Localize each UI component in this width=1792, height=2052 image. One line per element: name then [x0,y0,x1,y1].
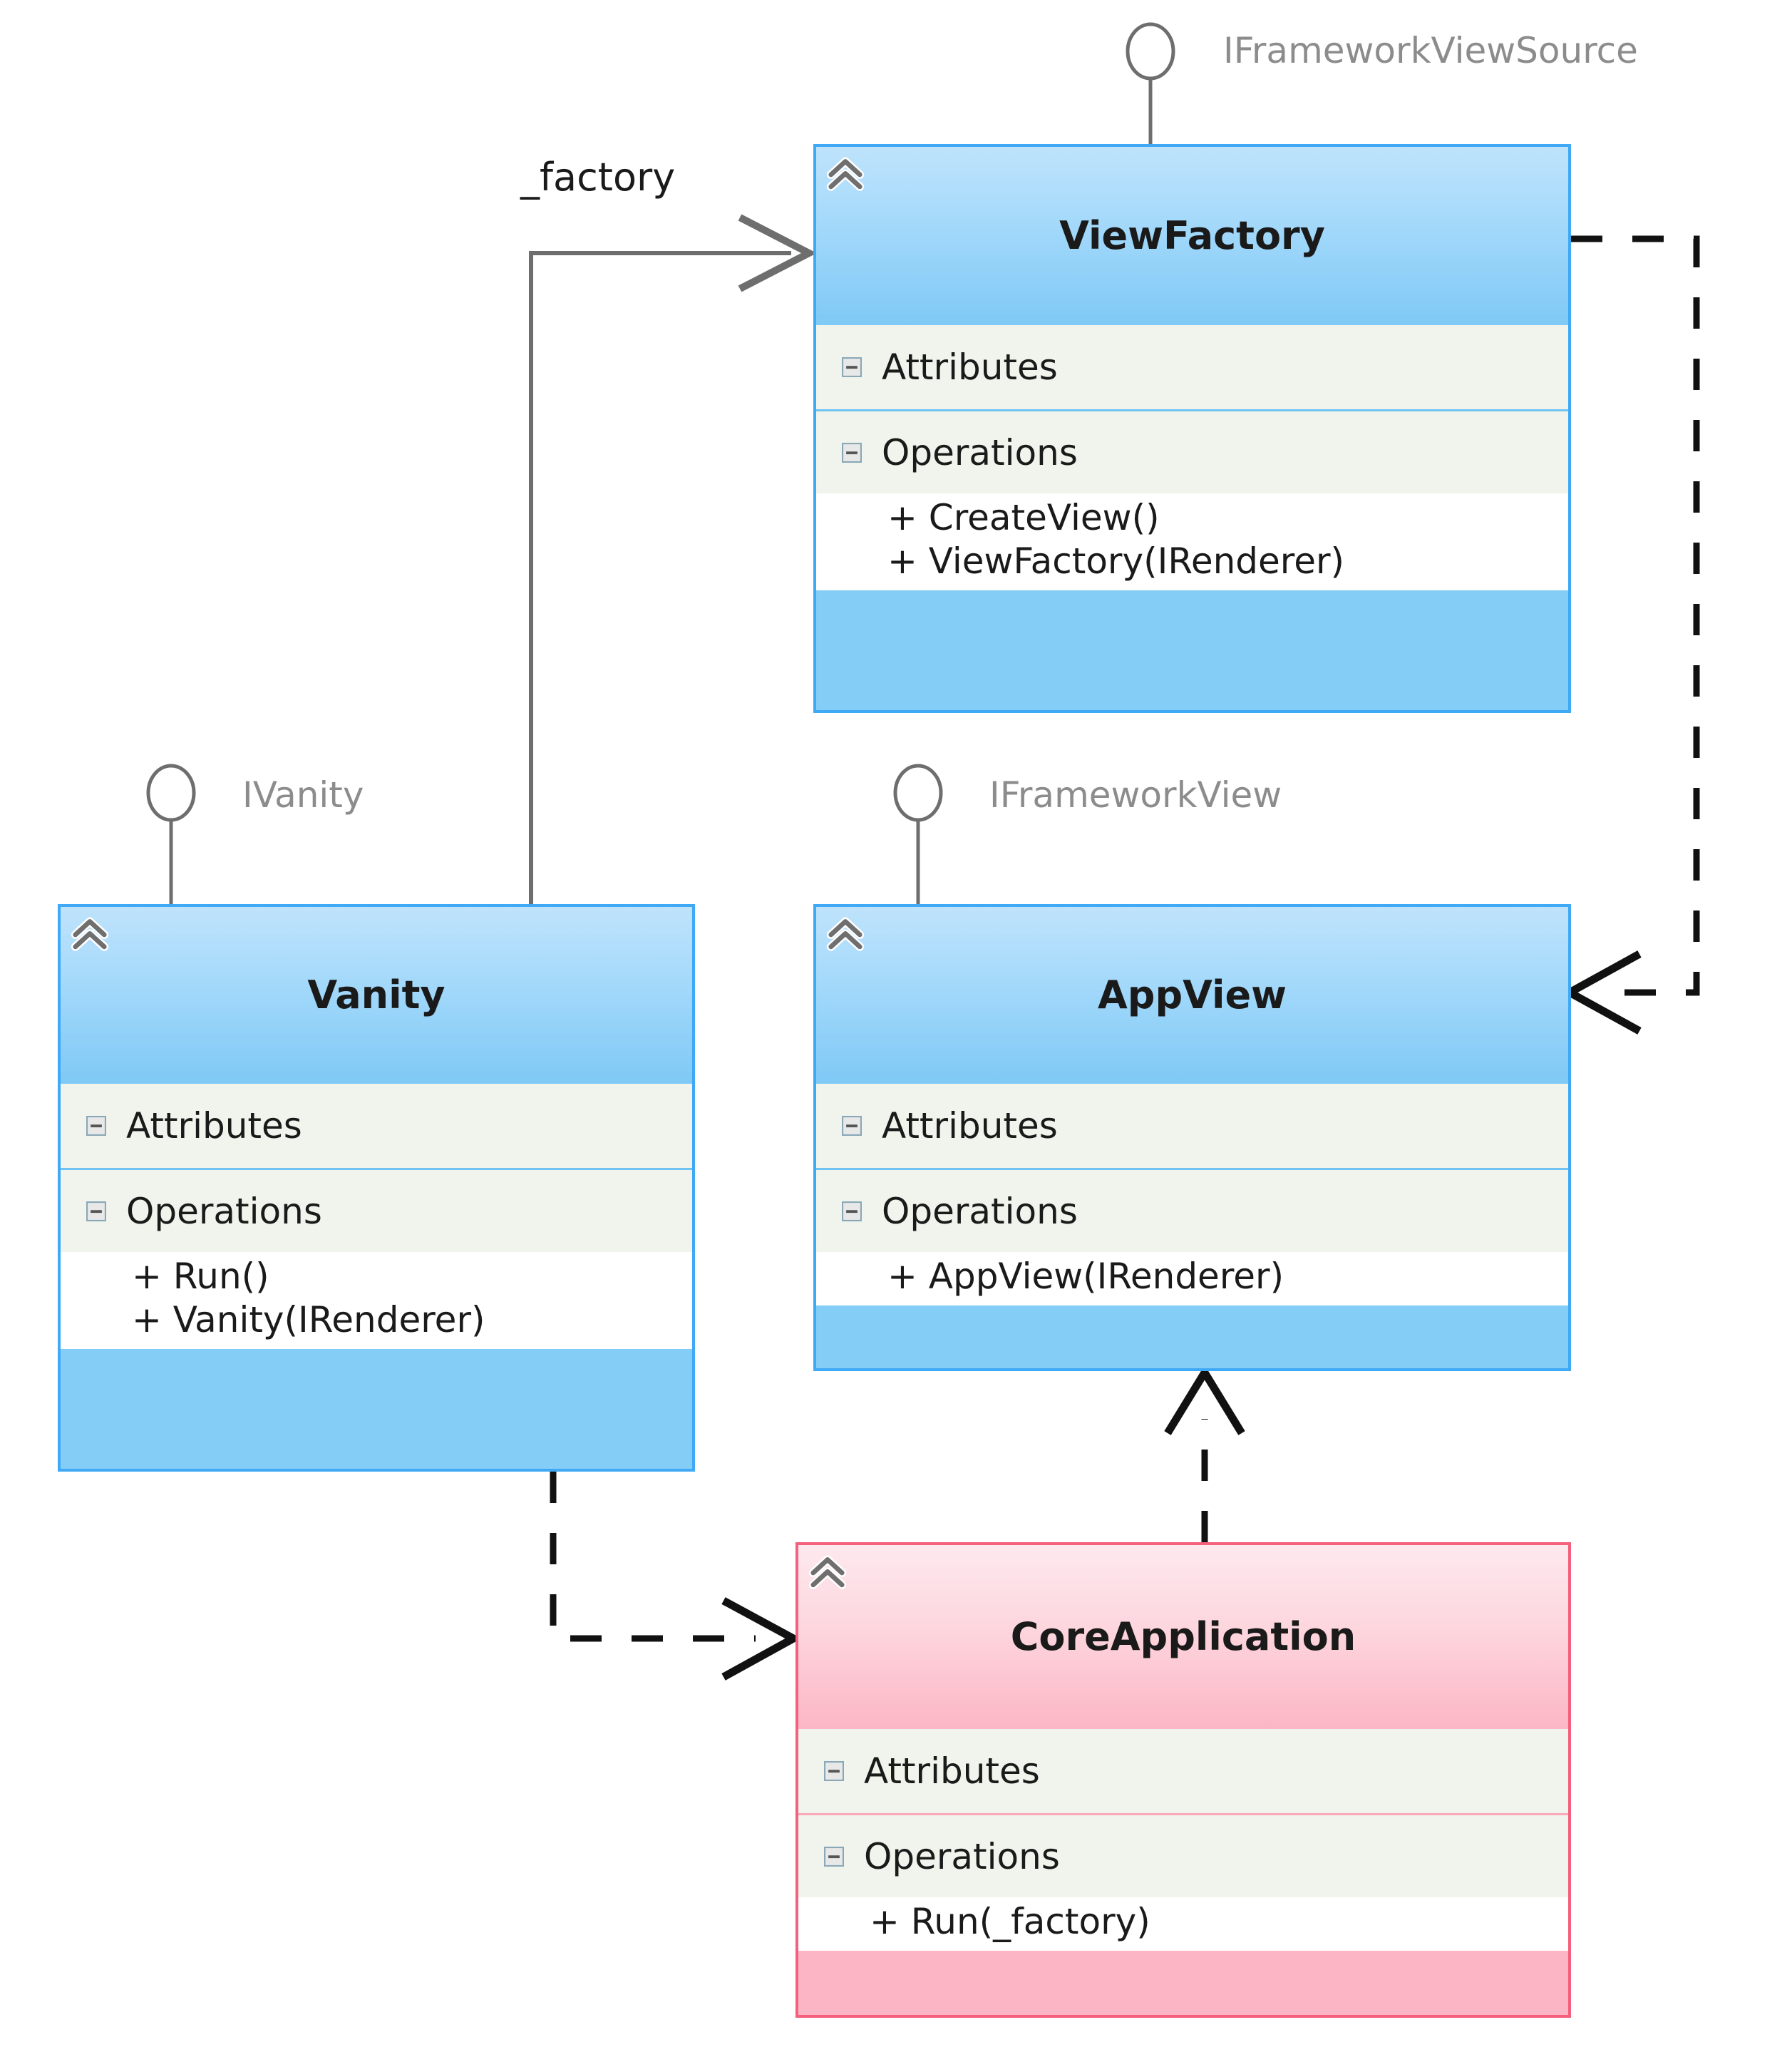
section-label-attributes: Attributes [126,1105,302,1146]
collapse-minus-icon[interactable] [86,1201,107,1221]
interface-label-ivanity: IVanity [242,774,364,816]
association-label-factory: _factory [520,155,676,200]
section-label-operations: Operations [864,1835,1060,1877]
operation-list-coreapplication: + Run(_factory) [798,1897,1568,1951]
collapse-minus-icon[interactable] [841,1115,862,1137]
collapse-minus-icon[interactable] [841,1201,862,1221]
section-label-attributes: Attributes [882,347,1058,388]
collapse-minus-icon[interactable] [823,1760,845,1782]
section-operations-appview[interactable]: Operations [816,1168,1568,1252]
stereotype-double-chevron-icon [826,915,865,954]
operation-item[interactable]: + Vanity(IRenderer) [132,1299,485,1340]
class-box-coreapplication[interactable]: CoreApplication Attributes Operations + … [795,1542,1571,2018]
interface-lollipop-iframeworkviewsource [1126,22,1175,144]
section-operations-viewfactory[interactable]: Operations [816,409,1568,493]
stereotype-double-chevron-icon [826,155,865,194]
operation-list-appview: + AppView(IRenderer) [816,1252,1568,1305]
section-attributes-coreapplication[interactable]: Attributes [798,1729,1568,1813]
operation-list-vanity: + Run() + Vanity(IRenderer) [61,1252,692,1349]
class-title-appview: AppView [1098,973,1287,1017]
interface-lollipop-iframeworkview [893,764,943,904]
section-attributes-appview[interactable]: Attributes [816,1084,1568,1168]
stereotype-double-chevron-icon [808,1554,847,1592]
operation-item[interactable]: + CreateView() [887,497,1160,538]
section-label-operations: Operations [126,1190,322,1232]
class-footer-viewfactory [816,590,1568,710]
class-box-appview[interactable]: AppView Attributes Operations + AppView(… [813,904,1571,1371]
class-header-vanity: Vanity [61,907,692,1084]
stereotype-double-chevron-icon [71,915,109,954]
dependency-viewfactory-appview [1561,235,1700,1035]
collapse-minus-icon[interactable] [841,442,862,463]
section-operations-coreapplication[interactable]: Operations [798,1813,1568,1897]
section-label-operations: Operations [882,1190,1078,1232]
class-header-viewfactory: ViewFactory [816,147,1568,325]
class-footer-appview [816,1305,1568,1368]
collapse-minus-icon[interactable] [841,356,862,378]
operation-item[interactable]: + ViewFactory(IRenderer) [887,540,1345,582]
operation-list-viewfactory: + CreateView() + ViewFactory(IRenderer) [816,493,1568,590]
interface-label-iframeworkviewsource: IFrameworkViewSource [1223,30,1638,71]
dependency-coreapplication-appview [1164,1365,1245,1542]
class-box-viewfactory[interactable]: ViewFactory Attributes Operations + Crea… [813,144,1571,713]
class-title-viewfactory: ViewFactory [1059,213,1325,258]
class-header-appview: AppView [816,907,1568,1084]
collapse-minus-icon[interactable] [86,1115,107,1137]
section-label-attributes: Attributes [882,1105,1058,1146]
section-attributes-viewfactory[interactable]: Attributes [816,325,1568,409]
section-attributes-vanity[interactable]: Attributes [61,1084,692,1168]
association-vanity-factory-viewfactory [529,214,817,904]
operation-item[interactable]: + Run() [132,1256,269,1297]
class-footer-coreapplication [798,1951,1568,2015]
interface-lollipop-ivanity [146,764,196,904]
class-footer-vanity [61,1349,692,1469]
class-header-coreapplication: CoreApplication [798,1545,1568,1729]
section-operations-vanity[interactable]: Operations [61,1168,692,1252]
collapse-minus-icon[interactable] [823,1846,845,1867]
interface-label-iframeworkview: IFrameworkView [989,774,1282,816]
dependency-vanity-coreapplication [550,1472,802,1681]
class-title-coreapplication: CoreApplication [1010,1614,1356,1659]
operation-item[interactable]: + AppView(IRenderer) [887,1256,1284,1297]
operation-item[interactable]: + Run(_factory) [870,1901,1150,1942]
class-box-vanity[interactable]: Vanity Attributes Operations + Run() [58,904,695,1472]
section-label-operations: Operations [882,431,1078,473]
class-title-vanity: Vanity [307,973,446,1017]
section-label-attributes: Attributes [864,1750,1040,1792]
